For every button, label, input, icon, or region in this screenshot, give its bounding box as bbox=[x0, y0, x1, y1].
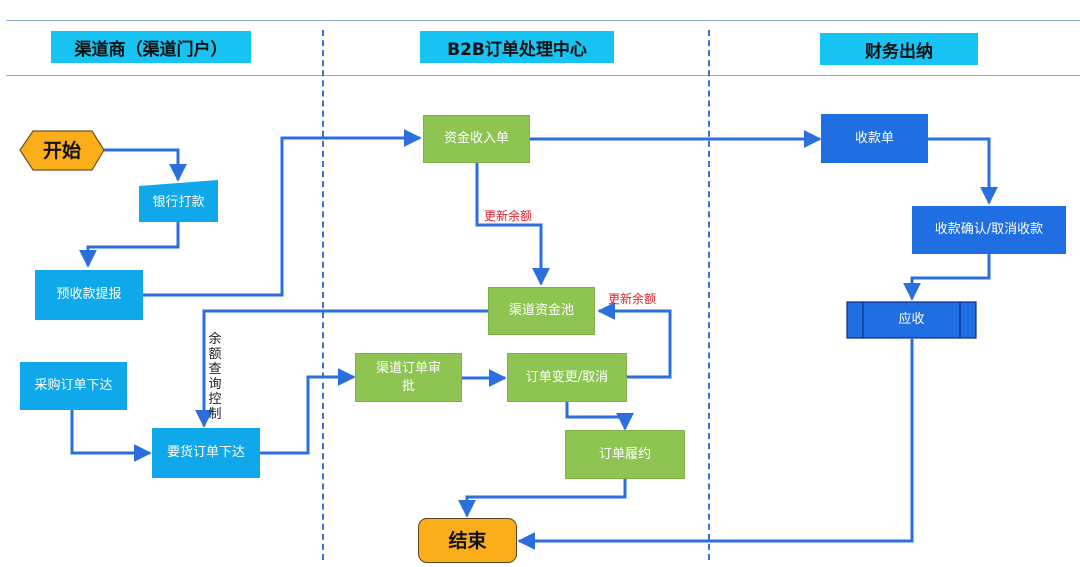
lane-divider-2 bbox=[708, 30, 710, 560]
arrow-start-to-bank bbox=[104, 148, 187, 182]
purchase-order-node: 采购订单下达 bbox=[20, 362, 127, 410]
arrow-requisition-to-approval bbox=[260, 368, 356, 455]
header-top-rule bbox=[6, 20, 1080, 21]
header-bottom-rule bbox=[6, 75, 1080, 76]
lane-divider-1 bbox=[322, 30, 324, 560]
prepayment-report-node: 预收款提报 bbox=[35, 270, 143, 320]
receipt-confirm-cancel-node: 收款确认/取消收款 bbox=[912, 206, 1066, 254]
arrow-purchase-to-requisition bbox=[70, 410, 152, 462]
receivable-shape bbox=[846, 301, 977, 339]
order-fulfillment-node: 订单履约 bbox=[565, 430, 685, 479]
bank-transfer-node: 银行打款 bbox=[152, 195, 205, 210]
order-change-cancel-node: 订单变更/取消 bbox=[507, 353, 627, 402]
arrow-change-to-pool bbox=[597, 302, 672, 379]
requisition-order-node: 要货订单下达 bbox=[152, 428, 260, 478]
bank-transfer-shape bbox=[139, 180, 218, 222]
arrow-fund-receipt-to-pool bbox=[475, 163, 550, 286]
arrow-fulfillment-to-end bbox=[458, 479, 627, 518]
receivable-node: 应收 bbox=[898, 312, 925, 327]
balance-query-control-label: 余额查询控制 bbox=[208, 332, 222, 422]
receipt-node: 收款单 bbox=[821, 114, 928, 163]
lane-title-finance: 财务出纳 bbox=[820, 33, 978, 65]
channel-fund-pool-node: 渠道资金池 bbox=[488, 287, 595, 335]
arrow-confirm-to-receivable bbox=[903, 253, 991, 301]
lane-title-b2b: B2B订单处理中心 bbox=[420, 31, 614, 63]
update-balance-label-1: 更新余额 bbox=[484, 209, 533, 223]
arrow-change-to-fulfillment bbox=[565, 402, 634, 431]
start-hexagon-shape bbox=[19, 130, 105, 171]
arrow-pool-to-requisition bbox=[195, 309, 488, 428]
arrow-receipt-to-confirm bbox=[928, 137, 998, 205]
channel-order-approval-node: 渠道订单审批 bbox=[355, 353, 462, 402]
arrow-receivable-to-end bbox=[517, 339, 914, 550]
arrow-bank-to-prepay bbox=[79, 222, 180, 268]
arrow-prepay-to-fund-receipt bbox=[143, 129, 422, 297]
fund-receipt-node: 资金收入单 bbox=[423, 115, 530, 163]
end-node: 结束 bbox=[418, 518, 517, 563]
update-balance-label-2: 更新余额 bbox=[608, 292, 657, 306]
start-node: 开始 bbox=[42, 139, 81, 162]
lane-title-channel: 渠道商（渠道门户） bbox=[51, 31, 251, 63]
